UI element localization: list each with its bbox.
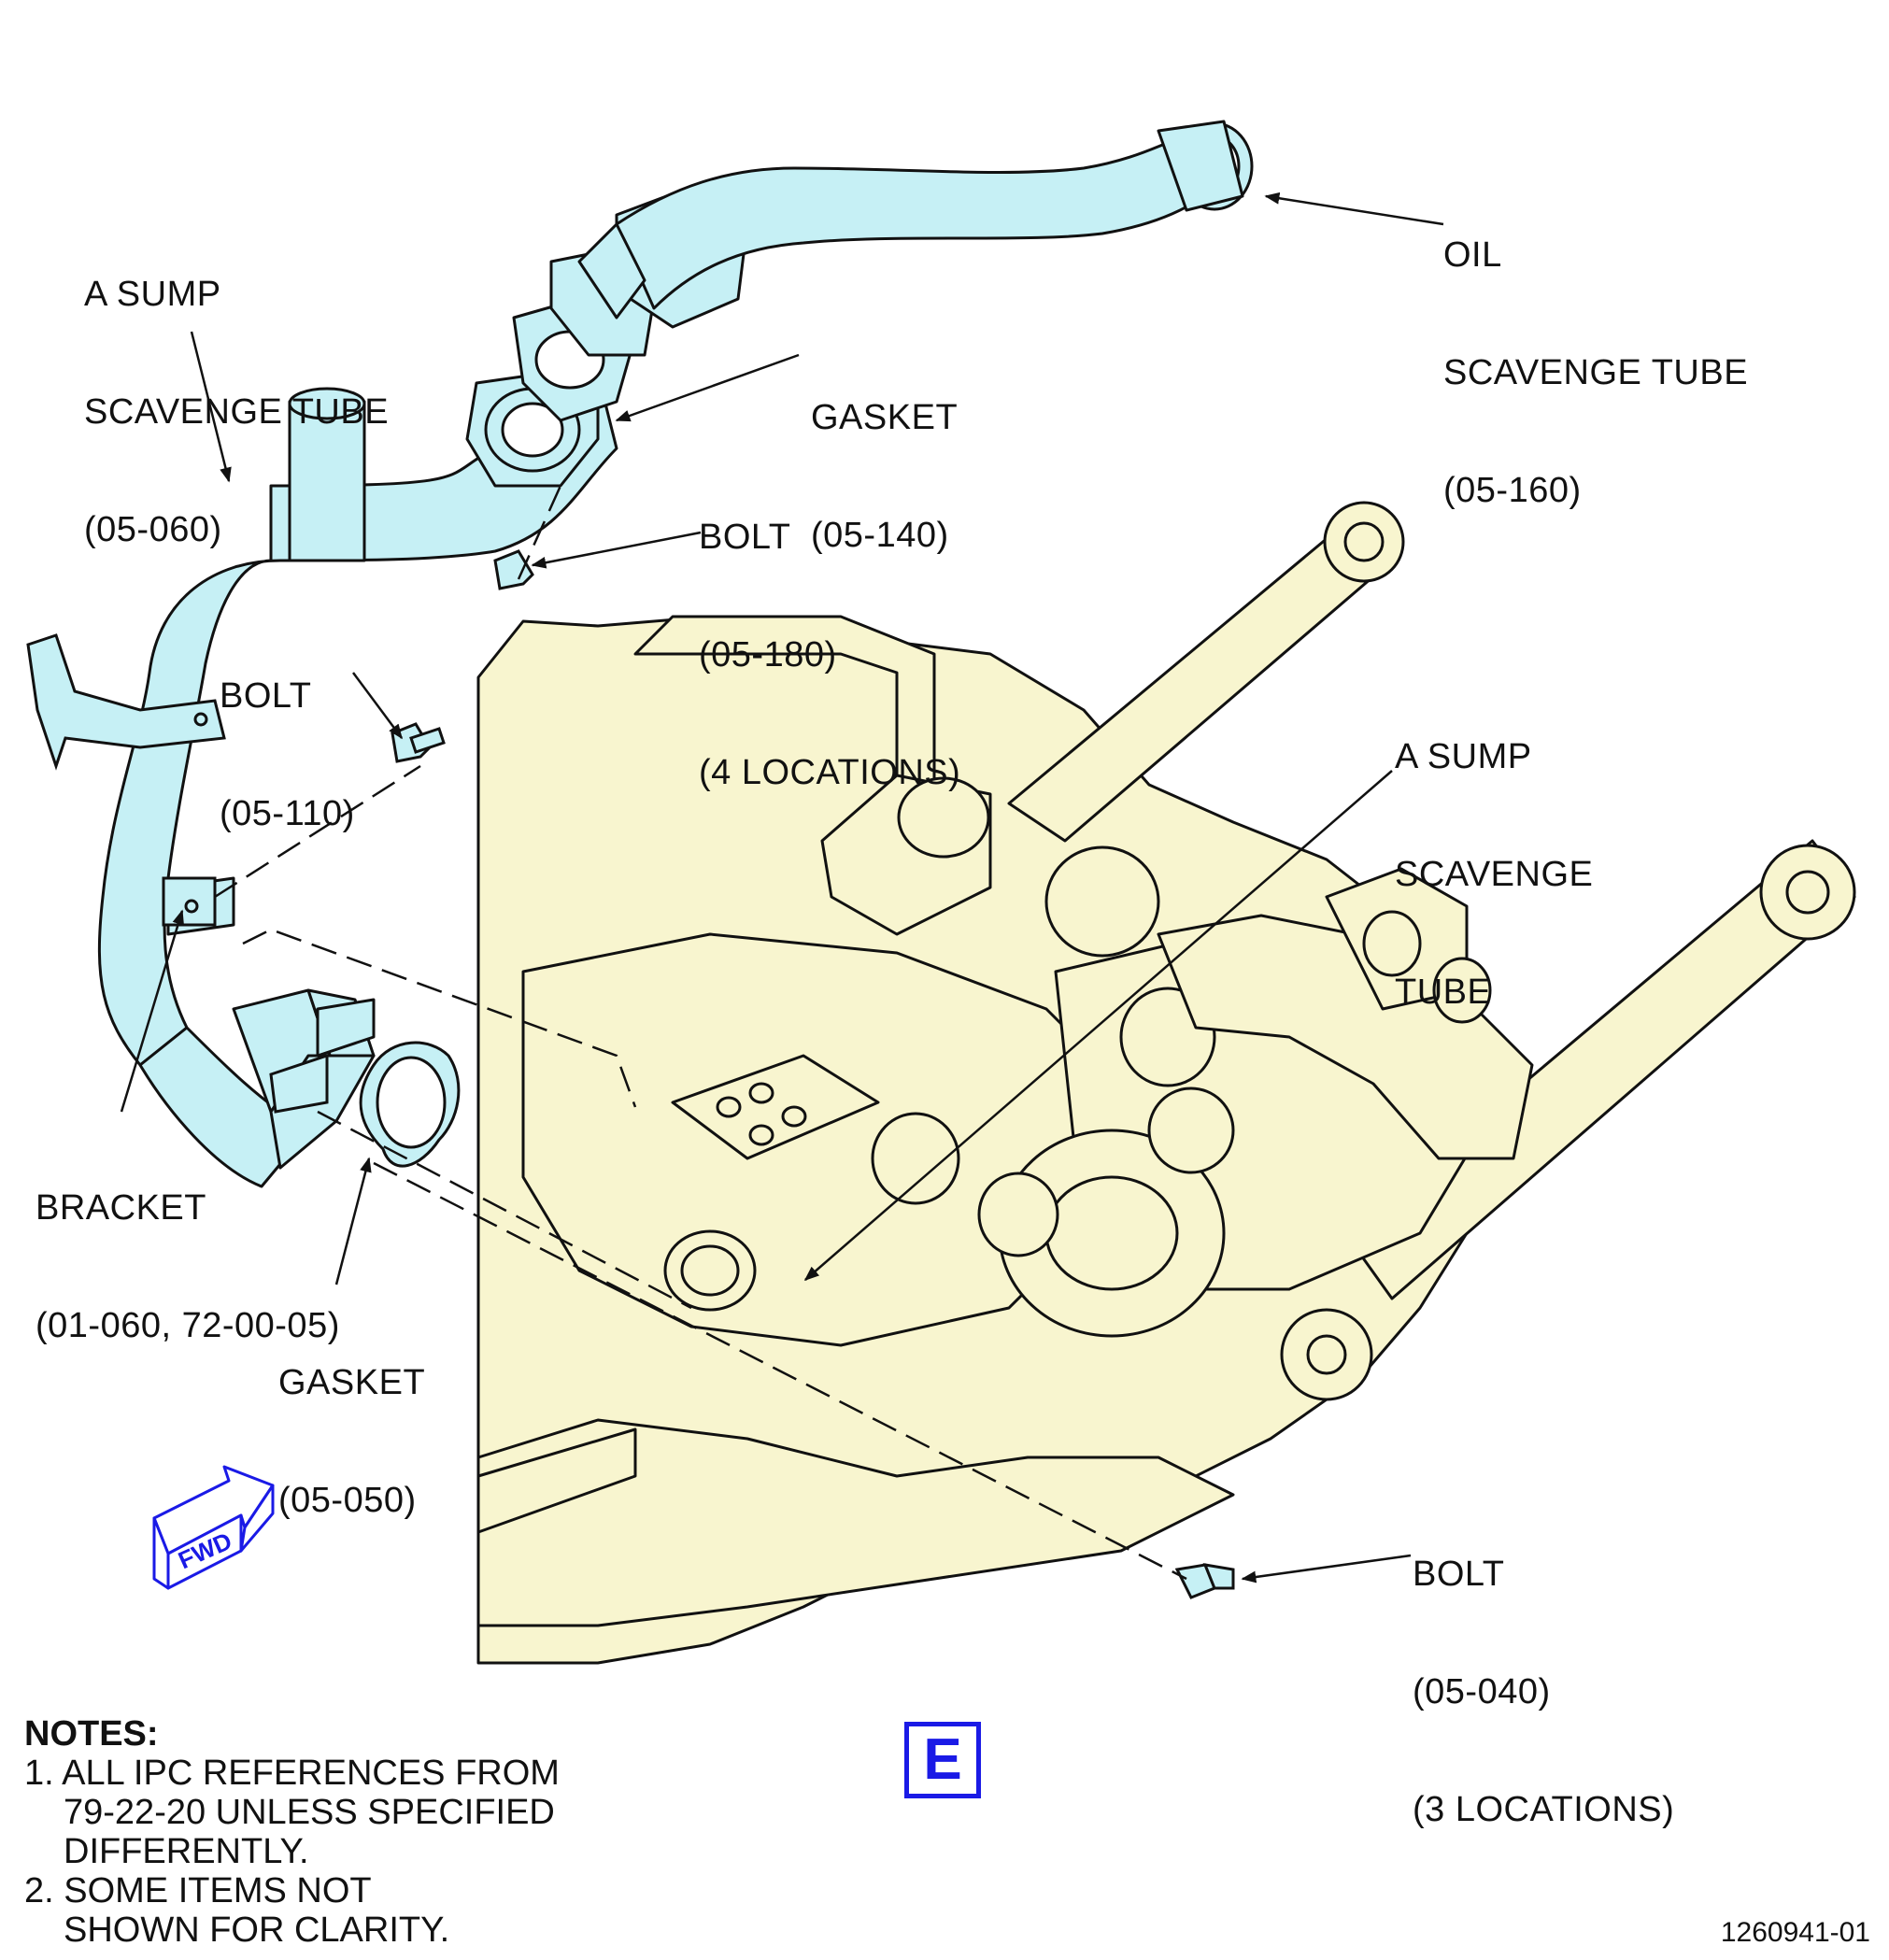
gasket-05-050-shape bbox=[359, 1041, 461, 1168]
callout-line: GASKET bbox=[811, 398, 959, 437]
note-1-line-3: DIFFERENTLY. bbox=[64, 1832, 309, 1871]
upper-tube-flanges bbox=[465, 120, 1254, 488]
view-letter-box: E bbox=[904, 1722, 981, 1798]
note-2-line-1: 2. SOME ITEMS NOT bbox=[24, 1871, 372, 1910]
callout-line: SCAVENGE TUBE bbox=[84, 392, 390, 432]
callout-oil-scavenge-tube: OIL SCAVENGE TUBE (05-160) bbox=[1443, 157, 1748, 549]
callout-line: OIL bbox=[1443, 235, 1502, 275]
bracket bbox=[26, 633, 329, 1114]
callout-line: SCAVENGE TUBE bbox=[1443, 353, 1749, 392]
callout-line: (05-050) bbox=[278, 1481, 417, 1520]
callout-line: BOLT bbox=[1413, 1555, 1505, 1594]
callout-line: (4 LOCATIONS) bbox=[699, 753, 961, 792]
callout-line: (05-140) bbox=[811, 516, 949, 555]
callout-line: (05-040) bbox=[1413, 1672, 1551, 1711]
callout-line: (05-110) bbox=[220, 794, 355, 833]
callout-a-sump-scavenge-tube-mid: A SUMP SCAVENGE TUBE bbox=[1395, 659, 1593, 1051]
callout-line: (05-180) bbox=[699, 635, 837, 675]
callout-line: BOLT bbox=[220, 676, 312, 716]
fwd-arrow: FWD bbox=[152, 1465, 275, 1590]
callout-line: BOLT bbox=[699, 518, 791, 557]
notes-block: NOTES: 1. ALL IPC REFERENCES FROM 79-22-… bbox=[24, 1714, 560, 1950]
callout-line: (3 LOCATIONS) bbox=[1413, 1790, 1675, 1829]
a-sump-scavenge-tube bbox=[97, 372, 618, 1188]
callout-gasket-05-140: GASKET (05-140) bbox=[811, 320, 958, 594]
callout-line: (05-160) bbox=[1443, 471, 1582, 510]
callout-line: GASKET bbox=[278, 1363, 426, 1402]
callout-bolt-05-110: BOLT (05-110) bbox=[220, 598, 355, 873]
callout-a-sump-scavenge-tube-top: A SUMP SCAVENGE TUBE (05-060) bbox=[84, 196, 389, 589]
figure-number: 1260941-01 bbox=[1720, 1917, 1870, 1948]
assembly-dash-lines bbox=[214, 485, 1187, 1581]
callout-line: A SUMP bbox=[84, 275, 221, 314]
callout-line: SCAVENGE bbox=[1395, 855, 1594, 894]
note-1-line-1: 1. ALL IPC REFERENCES FROM bbox=[24, 1754, 560, 1793]
engine-assembly bbox=[476, 501, 1856, 1665]
callout-line: TUBE bbox=[1395, 973, 1492, 1012]
callout-line: (05-060) bbox=[84, 510, 222, 549]
callout-bolt-05-040: BOLT (05-040) (3 LOCATIONS) bbox=[1413, 1476, 1674, 1868]
callout-gasket-05-050: GASKET (05-050) bbox=[278, 1285, 425, 1559]
callout-bolt-05-180: BOLT (05-180) (4 LOCATIONS) bbox=[699, 439, 960, 831]
bolt-shapes bbox=[391, 549, 1235, 1599]
notes-heading: NOTES: bbox=[24, 1714, 159, 1754]
leader-lines bbox=[120, 192, 1444, 1584]
callout-line: A SUMP bbox=[1395, 737, 1532, 776]
note-2-line-2: SHOWN FOR CLARITY. bbox=[64, 1910, 450, 1950]
callout-bracket: BRACKET (01-060, 72-00-05) bbox=[36, 1110, 340, 1385]
callout-line: BRACKET bbox=[36, 1188, 206, 1228]
callout-line: (01-060, 72-00-05) bbox=[36, 1306, 340, 1345]
note-1-line-2: 79-22-20 UNLESS SPECIFIED bbox=[64, 1793, 555, 1832]
